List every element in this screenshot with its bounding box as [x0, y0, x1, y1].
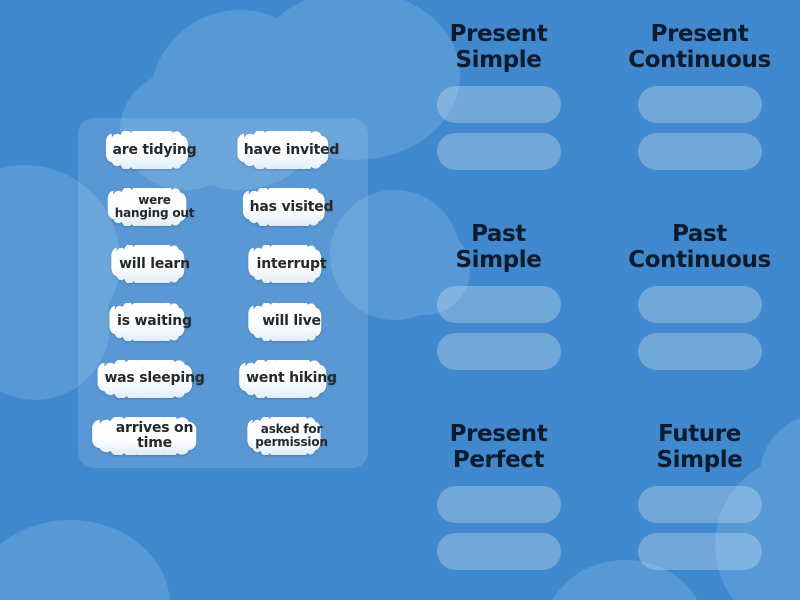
word-tile-label: has visited	[249, 198, 334, 215]
category-title: Past Continuous	[628, 221, 771, 273]
word-tile-label: interrupt	[256, 256, 327, 273]
cloud-shape-icon	[234, 359, 349, 398]
word-tile-row: were hanging out has visited	[86, 185, 360, 229]
category-title: Past Simple	[455, 221, 542, 273]
drop-slot[interactable]	[436, 285, 561, 323]
drop-slot[interactable]	[436, 85, 561, 123]
cloud-shape-icon	[244, 302, 340, 341]
cloud-shape-icon	[238, 188, 346, 227]
word-tile-cell: will learn	[86, 245, 223, 284]
drop-slot[interactable]	[637, 132, 762, 170]
word-tile-label: went hiking	[246, 370, 337, 387]
category-group: Present Simple	[398, 0, 599, 200]
word-tile-cell: is waiting	[86, 302, 223, 341]
word-tile-cell: interrupt	[223, 245, 360, 284]
word-tile-label: will live	[262, 313, 321, 330]
word-tile-cell: will live	[223, 302, 360, 341]
word-tile-cell: has visited	[223, 188, 360, 227]
word-tile[interactable]: is waiting	[105, 302, 204, 341]
word-tile-label: was sleeping	[104, 370, 205, 387]
word-tile[interactable]: has visited	[238, 188, 346, 227]
cloud-shape-icon	[92, 359, 216, 398]
word-tile-row: is waiting will live	[86, 300, 360, 344]
word-tile-cell: have invited	[223, 131, 360, 169]
cloud-shape-icon	[86, 416, 223, 455]
drop-slot-list	[436, 485, 561, 570]
word-tile-cell: are tidying	[86, 131, 223, 169]
cloud-shape-icon	[105, 302, 204, 341]
drop-slot[interactable]	[637, 85, 762, 123]
word-tile-cell: went hiking	[223, 359, 360, 398]
word-tile-cell: were hanging out	[86, 188, 223, 227]
word-tile[interactable]: was sleeping	[92, 359, 216, 398]
cloud-shape-icon	[244, 245, 340, 284]
category-group: Present Perfect	[398, 400, 599, 600]
word-tile[interactable]: will learn	[107, 245, 203, 284]
word-tile[interactable]: arrives on time	[86, 416, 223, 455]
drop-slot-list	[637, 85, 762, 170]
drop-slot[interactable]	[436, 132, 561, 170]
word-tile-row: arrives on time asked for permission	[86, 414, 360, 458]
drop-slot-list	[637, 485, 762, 570]
word-tile[interactable]: will live	[244, 302, 340, 341]
drop-slot-list	[436, 85, 561, 170]
drop-slot[interactable]	[637, 485, 762, 523]
cloud-shape-icon	[107, 245, 203, 284]
drop-slot-list	[637, 285, 762, 370]
drop-slot[interactable]	[637, 332, 762, 370]
category-title: Future Simple	[656, 421, 743, 473]
drop-slot[interactable]	[436, 332, 561, 370]
drop-slot[interactable]	[637, 285, 762, 323]
cloud-shape-icon	[243, 416, 339, 455]
word-tile-cell: asked for permission	[223, 416, 360, 455]
category-title: Present Simple	[449, 21, 548, 73]
category-group: Future Simple	[599, 400, 800, 600]
category-group: Past Continuous	[599, 200, 800, 400]
drop-slot[interactable]	[637, 532, 762, 570]
word-tile-label: is waiting	[117, 313, 192, 330]
drop-slot-list	[436, 285, 561, 370]
drop-slot[interactable]	[436, 532, 561, 570]
cloud-shape-icon	[232, 131, 351, 169]
word-tile-label: arrives on time	[115, 420, 194, 451]
category-title: Present Perfect	[449, 421, 548, 473]
category-group: Present Continuous	[599, 0, 800, 200]
cloud-shape-icon	[103, 188, 207, 227]
word-tile-row: are tidying have invited	[86, 128, 360, 172]
word-tile-tray: are tidying have invited were hanging out h…	[78, 118, 368, 468]
cloud-shape-icon	[101, 131, 209, 169]
word-tile[interactable]: interrupt	[244, 245, 340, 284]
word-tile-label: are tidying	[112, 141, 197, 158]
word-tile-row: was sleeping went hiking	[86, 357, 360, 401]
drop-slot[interactable]	[436, 485, 561, 523]
word-tile[interactable]: went hiking	[234, 359, 349, 398]
word-tile-label: were hanging out	[114, 192, 195, 221]
word-tile[interactable]: have invited	[232, 131, 351, 169]
word-tile[interactable]: asked for permission	[243, 416, 339, 455]
word-tile-row: will learn interrupt	[86, 242, 360, 286]
word-tile-label: have invited	[243, 141, 340, 158]
word-tile-label: will learn	[119, 256, 190, 273]
category-title: Present Continuous	[628, 21, 771, 73]
word-tile[interactable]: were hanging out	[103, 188, 207, 227]
cloud-blob-icon	[0, 520, 170, 600]
word-tile[interactable]: are tidying	[101, 131, 209, 169]
word-tile-cell: was sleeping	[86, 359, 223, 398]
category-group: Past Simple	[398, 200, 599, 400]
word-tile-cell: arrives on time	[86, 416, 223, 455]
word-tile-label: asked for permission	[255, 421, 328, 449]
